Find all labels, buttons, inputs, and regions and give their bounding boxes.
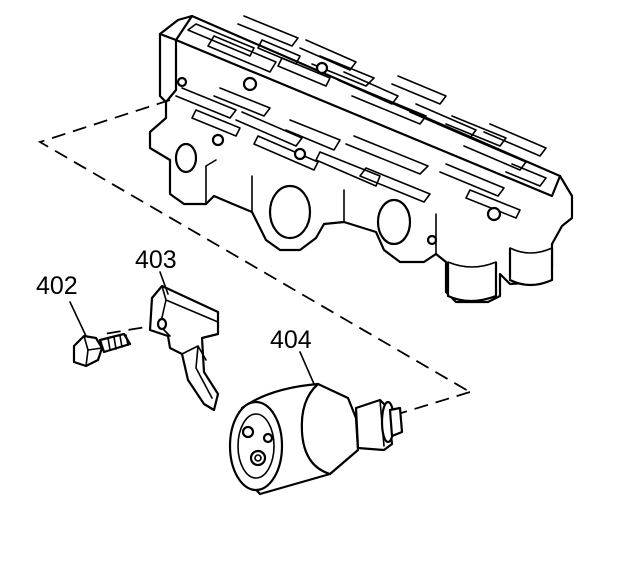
solenoid-404 xyxy=(228,382,404,496)
callout-label-402: 402 xyxy=(36,272,78,300)
callout-label-404: 404 xyxy=(270,326,312,354)
clip-403 xyxy=(148,284,220,412)
valve-body xyxy=(148,14,574,304)
callout-label-403: 403 xyxy=(135,246,177,274)
callout-leaders xyxy=(69,271,315,385)
bolt-402 xyxy=(72,332,132,368)
